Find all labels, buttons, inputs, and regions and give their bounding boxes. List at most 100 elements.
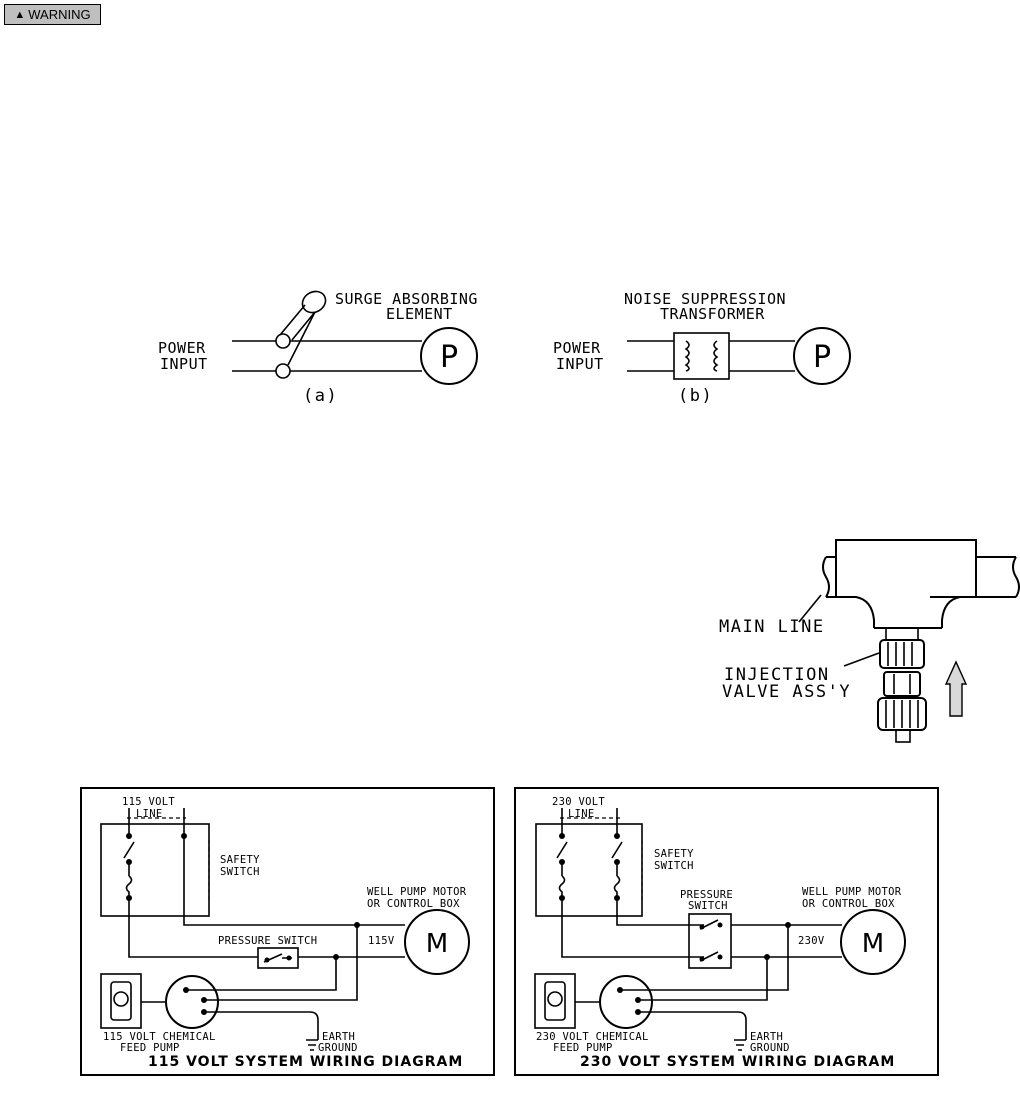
surge-element-arms [279,304,316,366]
valve-tip [895,729,911,743]
feed-pump-box-230 [534,973,576,1029]
pipe-break-left [822,556,830,598]
valve-leader [843,652,880,667]
surge-element-label-line1: SURGE ABSORBING [335,290,478,308]
noise-transformer-label-line2: TRANSFORMER [660,305,765,323]
wiring-diagram-230v: 230 VOLT LINE SAFETY SWITCH PRESSURE SWI… [514,787,939,1076]
diagram-a: SURGE ABSORBING ELEMENT POWER INPUT P (a… [158,290,478,406]
valve-label-line1: INJECTION [724,665,830,685]
node [181,833,187,839]
safety-switch-label-230-2: SWITCH [654,860,694,872]
feed-pump-plug-115 [165,975,219,1029]
line-label-115-1: 115 VOLT [122,796,175,808]
pump-letter-a: P [440,340,458,375]
voltage-label-230: 230V [798,935,825,947]
pump-letter-b: P [813,340,831,375]
voltage-label-115: 115V [368,935,395,947]
wire-115-right [183,808,405,926]
power-input-label-b-line2: INPUT [556,355,604,373]
wire-115-plug-ground [204,1011,319,1040]
line-label-230-2: LINE [568,808,595,820]
node [614,833,620,839]
feed-pump-plug-230 [599,975,653,1029]
wire-230-plug-ground [638,1011,747,1040]
safety-switch-label-115-2: SWITCH [220,866,260,878]
safety-switch-box-230 [535,823,643,917]
wire-230-plug-l1 [620,925,789,991]
motor-label-115-1: WELL PUMP MOTOR [367,886,467,898]
node [717,954,723,960]
node [699,956,705,962]
node [286,955,292,961]
node [126,859,132,865]
node [614,895,620,901]
wire-230-to-motor [731,924,842,958]
wiring-230-frame [514,787,939,1076]
motor-letter-115: M [426,929,448,959]
safety-switch-label-115-1: SAFETY [220,854,260,866]
motor-label-230-1: WELL PUMP MOTOR [802,886,902,898]
wire-230-right [611,808,704,926]
valve-body-ribs [893,674,911,694]
main-line-leader [798,594,822,623]
caption-a: (a) [303,386,338,406]
ground-label-230-2: GROUND [750,1042,790,1054]
ground-label-115-2: GROUND [318,1042,358,1054]
caption-b: (b) [678,386,713,406]
node [559,859,565,865]
ground-icon-230 [734,1039,746,1051]
motor-label-230-2: OR CONTROL BOX [802,898,895,910]
valve-thread [885,627,919,641]
warning-label: WARNING [28,7,91,22]
feed-pump-label-230-1: 230 VOLT CHEMICAL [536,1031,649,1043]
wiring-230-title: 230 VOLT SYSTEM WIRING DIAGRAM [580,1054,895,1070]
pressure-switch-230 [688,913,732,969]
feed-pump-head-icon-115 [110,981,132,1021]
node [559,833,565,839]
transformer-box [673,332,730,380]
pressure-switch-115 [257,947,299,969]
motor-label-115-2: OR CONTROL BOX [367,898,460,910]
feed-pump-head-icon-230 [544,981,566,1021]
ground-label-230-1: EARTH [750,1031,783,1043]
valve-nut-upper-ribs [887,642,913,666]
node [614,859,620,865]
safety-switch-box-115 [100,823,210,917]
surge-element-label-line2: ELEMENT [386,305,453,323]
terminal-a-bottom [275,363,291,379]
flow-direction-arrow-icon [944,660,968,717]
wiring-115-frame [80,787,495,1076]
warning-badge: ▲ WARNING [4,4,101,25]
diagram-b: NOISE SUPPRESSION TRANSFORMER POWER INPU… [553,290,851,406]
node [126,895,132,901]
node [699,924,705,930]
wire-115-plug-hot [204,925,358,1001]
main-line-label: MAIN LINE [719,617,825,637]
line-label-115-2: LINE [136,808,163,820]
wire-230-plug-l2 [638,957,768,1001]
power-input-label-b-line1: POWER [553,339,601,357]
valve-label-line2: VALVE ASS'Y [722,682,851,702]
feed-pump-box-115 [100,973,142,1029]
wire-115-plug-neutral [186,957,337,991]
pipe-break-right [1012,556,1020,598]
node [264,957,270,963]
surge-absorbing-element [301,290,327,314]
line-label-230-1: 230 VOLT [552,796,605,808]
feed-pump-label-230-2: FEED PUMP [553,1042,613,1054]
valve-nut-lower-ribs [885,700,919,728]
ground-icon-115 [306,1039,318,1051]
valve-body [883,671,921,697]
feed-pump-label-115-1: 115 VOLT CHEMICAL [103,1031,216,1043]
noise-transformer-label-line1: NOISE SUPPRESSION [624,290,786,308]
safety-switch-label-230-1: SAFETY [654,848,694,860]
motor-symbol-115 [404,909,470,975]
ground-label-115-1: EARTH [322,1031,355,1043]
feed-pump-label-115-2: FEED PUMP [120,1042,180,1054]
injection-valve-illustration: MAIN LINE INJECTION VALVE ASS'Y [719,539,1020,743]
pump-symbol-b [793,327,851,385]
pressure-switch-label-230-2: SWITCH [688,900,728,912]
wiring-115-title: 115 VOLT SYSTEM WIRING DIAGRAM [148,1054,463,1070]
pressure-switch-label-230-1: PRESSURE [680,889,733,901]
